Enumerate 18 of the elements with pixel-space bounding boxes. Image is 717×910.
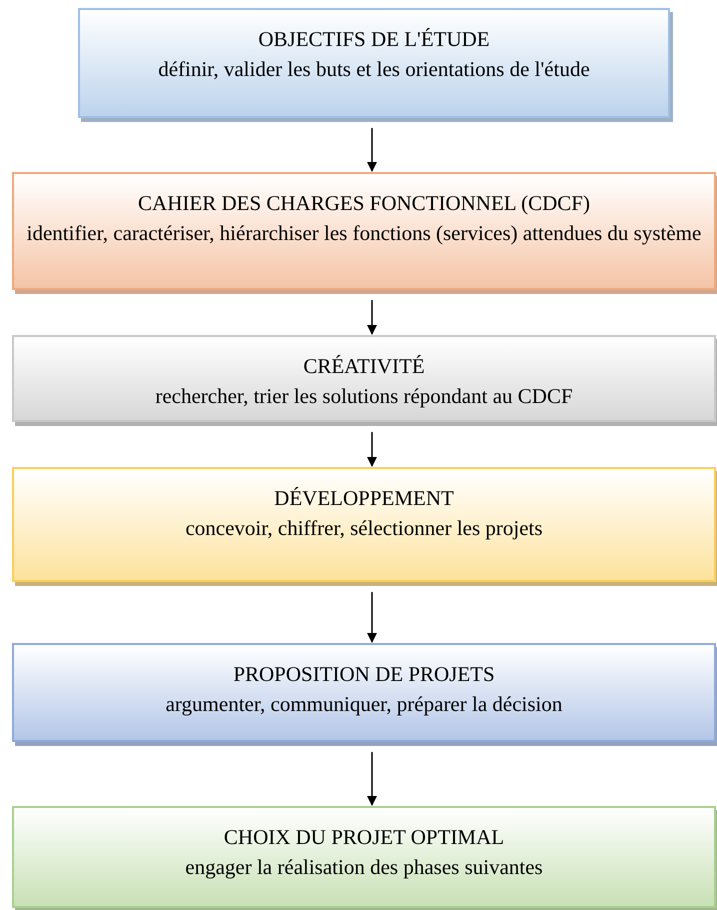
process-box [12, 806, 716, 908]
arrow [367, 432, 377, 467]
arrow [367, 752, 377, 806]
arrow [367, 592, 377, 643]
arrow [367, 128, 377, 172]
box-title: DÉVELOPPEMENT [274, 485, 454, 512]
arrow [367, 300, 377, 335]
box-description: argumenter, communiquer, préparer la décision [166, 691, 562, 718]
box-description: concevoir, chiffrer, sélectionner les projets [185, 515, 543, 542]
box-title: CAHIER DES CHARGES FONCTIONNEL (CDCF) [138, 190, 590, 217]
box-description: engager la réalisation des phases suivantes [185, 854, 543, 881]
box-description: rechercher, trier les solutions répondant au CDCF [155, 383, 573, 410]
box-title: OBJECTIFS DE L'ÉTUDE [258, 26, 490, 53]
box-title: CHOIX DU PROJET OPTIMAL [224, 824, 504, 851]
box-title: CRÉATIVITÉ [303, 353, 425, 380]
box-description: identifier, caractériser, hiérarchiser les fonctions (services) attendues du système [26, 220, 702, 247]
box-title: PROPOSITION DE PROJETS [233, 661, 495, 688]
box-description: définir, valider les buts et les orientations de l'étude [158, 56, 590, 83]
